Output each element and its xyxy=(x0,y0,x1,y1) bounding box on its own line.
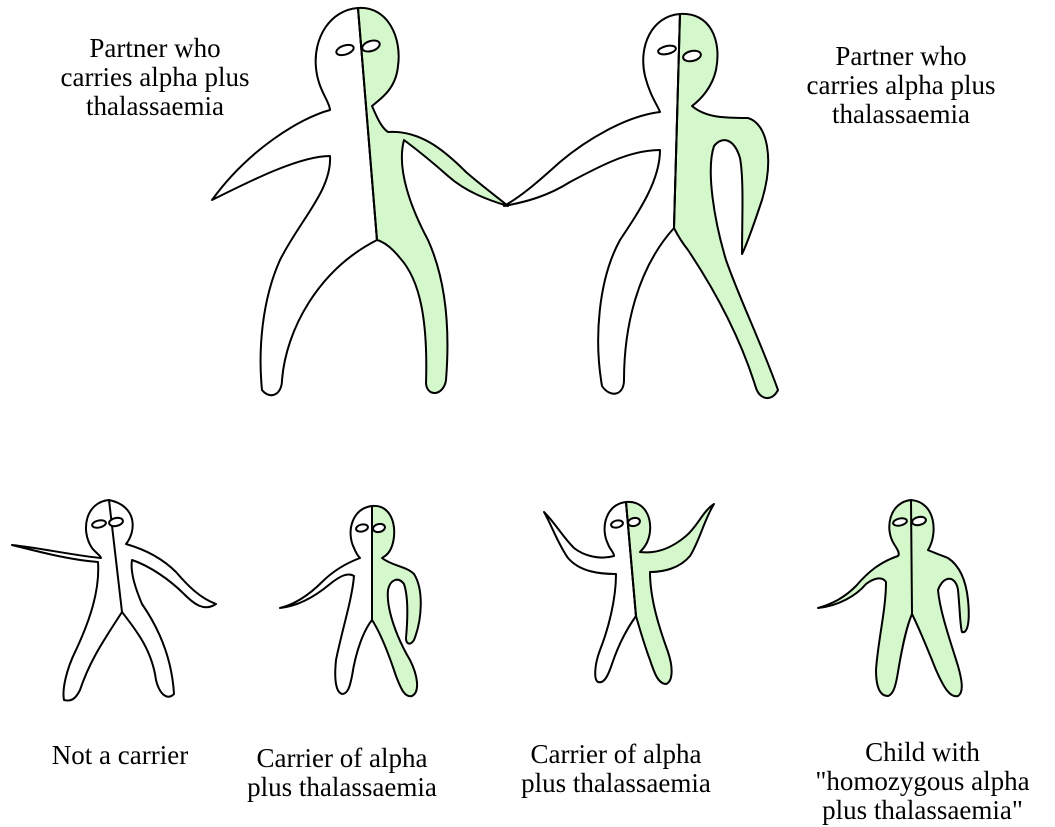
child-1-body xyxy=(12,500,216,701)
parent-right-figure xyxy=(504,14,778,398)
child-3-figure xyxy=(544,502,714,684)
parent-right-label-line-1: Partner who xyxy=(776,42,1026,71)
child-2-right-half xyxy=(372,506,421,696)
parent-left-label-line-3: thalassaemia xyxy=(30,92,280,121)
child-2-figure xyxy=(280,506,421,696)
child-1-figure xyxy=(12,500,216,701)
child-4-figure xyxy=(818,500,969,696)
child-4-label-line-2: "homozygous alpha xyxy=(790,767,1055,796)
child-1-label-line-1: Not a carrier xyxy=(10,741,230,770)
child-4-label-line-3: plus thalassaemia" xyxy=(790,796,1055,825)
parent-left-label: Partner who carries alpha plus thalassae… xyxy=(30,34,280,121)
child-3-left-half xyxy=(544,502,636,682)
parent-right-left-half xyxy=(504,14,680,394)
child-4-label: Child with "homozygous alpha plus thalas… xyxy=(790,738,1055,825)
child-3-label-line-2: plus thalassaemia xyxy=(496,769,736,798)
child-1-label: Not a carrier xyxy=(10,741,230,770)
parent-right-right-half xyxy=(674,14,778,398)
child-2-label-line-1: Carrier of alpha xyxy=(222,744,462,773)
child-3-right-half xyxy=(626,502,714,684)
child-2-label-line-2: plus thalassaemia xyxy=(222,773,462,802)
child-2-left-half xyxy=(280,506,372,694)
child-2-label: Carrier of alpha plus thalassaemia xyxy=(222,744,462,802)
child-4-midline xyxy=(911,500,912,614)
child-4-body xyxy=(818,500,969,696)
parent-left-label-line-1: Partner who xyxy=(30,34,280,63)
parent-left-label-line-2: carries alpha plus xyxy=(30,63,280,92)
child-4-label-line-1: Child with xyxy=(790,738,1055,767)
parent-left-right-half xyxy=(358,8,508,393)
parent-right-label-line-2: carries alpha plus xyxy=(776,71,1026,100)
parent-right-label: Partner who carries alpha plus thalassae… xyxy=(776,42,1026,129)
parent-right-label-line-3: thalassaemia xyxy=(776,100,1026,129)
child-3-label-line-1: Carrier of alpha xyxy=(496,740,736,769)
child-3-label: Carrier of alpha plus thalassaemia xyxy=(496,740,736,798)
